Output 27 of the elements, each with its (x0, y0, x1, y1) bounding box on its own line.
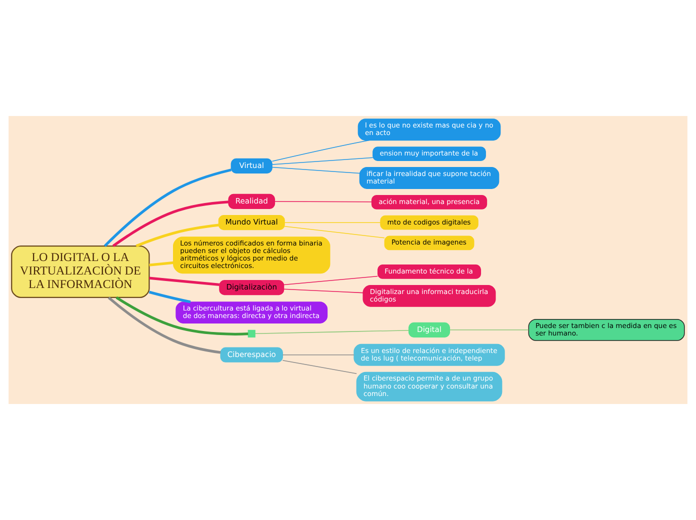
node-box: Virtual (230, 158, 272, 174)
connector (284, 288, 364, 294)
connector (254, 330, 410, 334)
node-box: Ciberespacio (220, 347, 283, 362)
node-box: Mundo Virtual (218, 215, 285, 230)
connector (149, 261, 174, 266)
node-box: LO DIGITAL O LA VIRTUALIZACIÒN DE LA INFORMACIÒN (11, 245, 150, 298)
connector (282, 360, 357, 374)
node-box: Realidad (228, 194, 276, 209)
connector (274, 201, 372, 202)
connector (149, 276, 220, 286)
connector (272, 140, 370, 162)
node-box: Digital (408, 322, 450, 338)
connector (284, 226, 385, 238)
connector (108, 296, 221, 354)
connector (104, 168, 232, 247)
connector (112, 200, 229, 248)
connector (136, 224, 219, 248)
connector (284, 222, 381, 223)
connector (116, 296, 248, 336)
node-box (248, 330, 256, 338)
node-box: Digitalizaciòn (219, 280, 284, 296)
connector (272, 166, 360, 174)
connector (282, 354, 354, 356)
connector (272, 157, 374, 165)
connector (148, 290, 191, 304)
connector (284, 276, 378, 286)
